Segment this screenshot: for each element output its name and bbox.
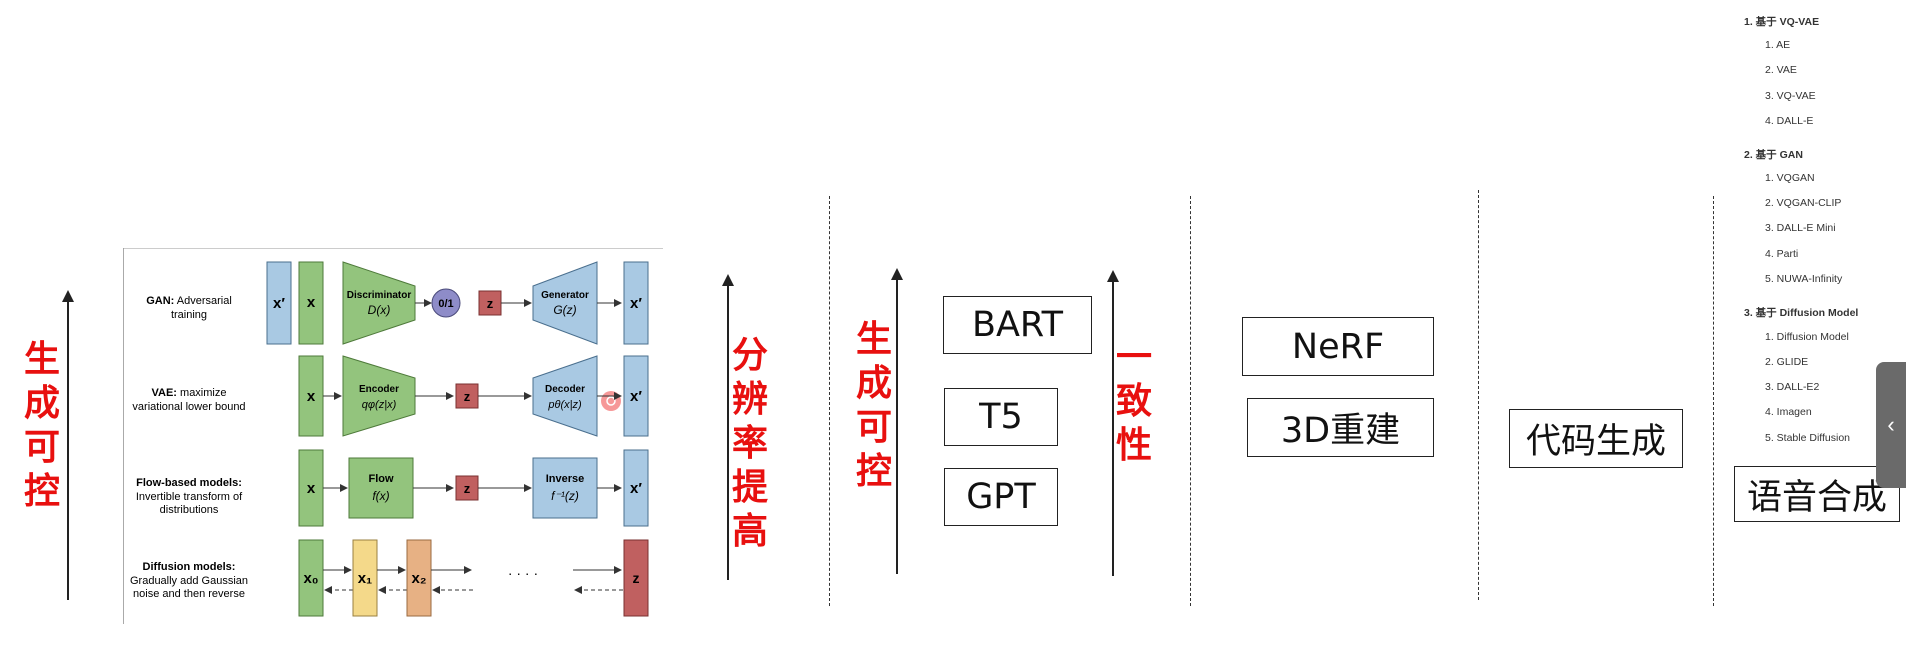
outline-item: 1. Diffusion Model <box>1765 331 1849 343</box>
diffusion-x2 <box>406 539 432 617</box>
generator-trapezoid <box>532 261 598 345</box>
svg-text:f(x): f(x) <box>372 489 389 503</box>
divider-1 <box>829 196 830 606</box>
outline-item: 3. DALL-E Mini <box>1765 222 1836 234</box>
flow-x-prime-output <box>623 449 649 527</box>
svg-text:x′: x′ <box>630 388 642 405</box>
model-box-t5: T5 <box>944 388 1058 446</box>
svg-text:Discriminator: Discriminator <box>347 290 412 301</box>
vae-row-label: VAE: maximize <box>152 387 227 399</box>
collapse-panel-button[interactable]: ‹ <box>1876 362 1906 488</box>
vae-row-desc: variational lower bound <box>132 401 245 413</box>
generative-models-figure: GAN: Adversarial training VAE: maximize … <box>123 248 663 624</box>
controllable-label-text: 生 成 可 控 <box>855 319 892 492</box>
gan-x-prime-input <box>266 261 292 345</box>
outline-item: 3. DALL-E2 <box>1765 381 1820 393</box>
svg-text:x: x <box>307 294 316 311</box>
up-arrow-consistency <box>1107 270 1119 576</box>
encoder-trapezoid <box>342 355 416 437</box>
outline-item: 5. Stable Diffusion <box>1765 432 1851 444</box>
outline-item: 2. GLIDE <box>1765 356 1809 368</box>
svg-text:x′: x′ <box>630 480 642 497</box>
speech-synthesis-box: 语音合成 <box>1734 466 1900 522</box>
divider-4 <box>1713 196 1714 606</box>
svg-text:x₂: x₂ <box>411 570 426 587</box>
controllable-label-left: 生 成 可 控 <box>23 339 60 512</box>
svg-text:0/1: 0/1 <box>438 298 453 310</box>
svg-text:x₁: x₁ <box>358 570 373 587</box>
svg-text:pθ(x|z): pθ(x|z) <box>547 399 582 411</box>
code-generation-box: 代码生成 <box>1509 409 1683 468</box>
gan-x-prime-output <box>623 261 649 345</box>
flow-row-desc-1: Invertible transform of <box>136 491 243 503</box>
diffusion-x0 <box>298 539 324 617</box>
outline-section-2: 2. 基于 GAN <box>1744 149 1803 161</box>
flow-box <box>348 457 414 519</box>
inverse-box <box>532 457 598 519</box>
outline-item: 1. AE <box>1765 39 1791 51</box>
up-arrow-text-models <box>891 268 903 574</box>
svg-text:Decoder: Decoder <box>545 384 585 395</box>
svg-text:qφ(z|x): qφ(z|x) <box>362 399 397 411</box>
svg-text:D(x): D(x) <box>368 303 391 317</box>
outline-section-3: 3. 基于 Diffusion Model <box>1744 307 1859 319</box>
diffusion-row-desc-2: noise and then reverse <box>133 588 245 600</box>
discriminator-output-circle <box>431 288 461 318</box>
model-box-gpt: GPT <box>944 468 1058 526</box>
3d-reconstruction-box: 3D重建 <box>1247 398 1434 457</box>
discriminator-trapezoid <box>342 261 416 345</box>
diffusion-x1 <box>352 539 378 617</box>
svg-text:x: x <box>307 388 316 405</box>
outline-item: 4. DALL-E <box>1765 115 1814 127</box>
outline-item: 5. NUWA-Infinity <box>1765 273 1843 285</box>
outline-item: 4. Parti <box>1765 248 1799 260</box>
outline-item: 4. Imagen <box>1765 406 1812 418</box>
gan-x-input <box>298 261 324 345</box>
chevron-left-icon: ‹ <box>1887 412 1895 437</box>
diffusion-z <box>623 539 649 617</box>
outline-item: 2. VQGAN-CLIP <box>1765 197 1842 209</box>
divider-2 <box>1190 196 1191 606</box>
outline-section-1: 1. 基于 VQ-VAE <box>1744 16 1820 28</box>
svg-text:z: z <box>464 389 471 404</box>
svg-text:Encoder: Encoder <box>359 384 399 395</box>
svg-text:z: z <box>487 296 494 311</box>
svg-text:z: z <box>633 570 640 586</box>
svg-text:f⁻¹(z): f⁻¹(z) <box>551 489 579 503</box>
outline-item: 1. VQGAN <box>1765 172 1815 184</box>
svg-text:z: z <box>464 481 471 496</box>
svg-text:x′: x′ <box>273 295 285 312</box>
svg-text:G(z): G(z) <box>553 303 576 317</box>
diffusion-row-desc-1: Gradually add Gaussian <box>130 575 248 587</box>
up-arrow-left <box>62 290 74 600</box>
svg-text:x′: x′ <box>630 295 642 312</box>
resolution-label: 分 辨 率 提 高 <box>731 335 768 552</box>
diffusion-row-label: Diffusion models: <box>143 561 236 573</box>
svg-text:Generator: Generator <box>541 290 589 301</box>
svg-text:x: x <box>307 480 316 497</box>
diffusion-ellipsis: · · · · <box>508 565 538 581</box>
svg-text:Inverse: Inverse <box>546 473 585 485</box>
svg-text:Flow: Flow <box>368 473 393 485</box>
up-arrow-resolution <box>722 274 734 580</box>
divider-3 <box>1478 190 1479 600</box>
outline-item: 2. VAE <box>1765 64 1797 76</box>
vae-x-prime-output <box>623 355 649 437</box>
gan-row-label: GAN: Adversarial <box>146 295 232 307</box>
consistency-label: 一 致 性 <box>1115 337 1152 466</box>
gan-row-desc: training <box>171 309 207 321</box>
flow-row-desc-2: distributions <box>160 504 219 516</box>
vae-x-input <box>298 355 324 437</box>
outline-item: 3. VQ-VAE <box>1765 90 1816 102</box>
svg-text:x₀: x₀ <box>303 570 318 587</box>
nerf-box: NeRF <box>1242 317 1434 376</box>
flow-x-input <box>298 449 324 527</box>
flow-row-label: Flow-based models: <box>136 477 242 489</box>
decoder-trapezoid <box>532 355 598 437</box>
cursor-highlight <box>601 391 621 411</box>
model-box-bart: BART <box>943 296 1092 354</box>
